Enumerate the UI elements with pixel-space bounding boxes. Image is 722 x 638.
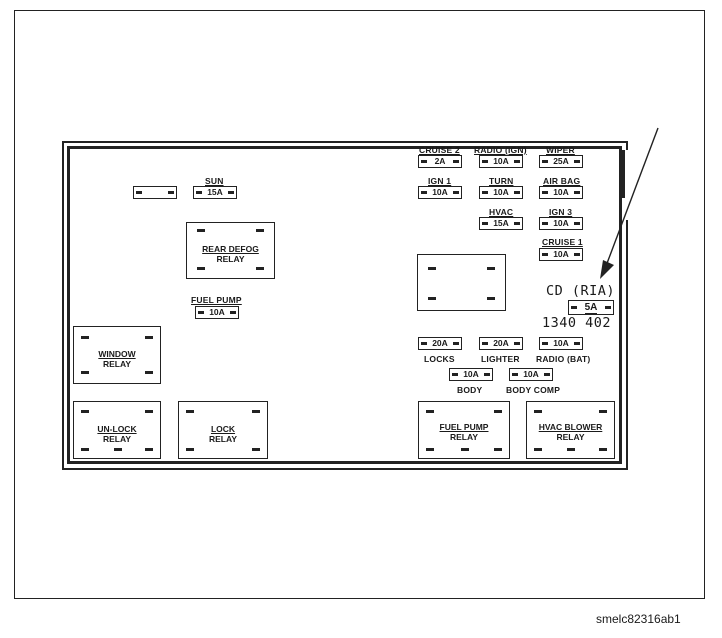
- label-sun: SUN: [205, 176, 224, 186]
- label-body: BODY: [457, 385, 483, 395]
- fuse-ign-3: 10A: [539, 217, 583, 230]
- label-wiper: WIPER: [546, 145, 575, 155]
- fuse-air-bag: 10A: [539, 186, 583, 199]
- relay-hvac-blower: HVAC BLOWER RELAY: [526, 401, 615, 459]
- label-turn: TURN: [489, 176, 514, 186]
- relay-rear-defog: REAR DEFOG RELAY: [186, 222, 275, 279]
- label-cruise-1: CRUISE 1: [542, 237, 583, 247]
- fuse-panel-inner-outline: [67, 146, 622, 464]
- label-fuel-pump: FUEL PUMP: [191, 295, 242, 305]
- fuse-ign-1: 10A: [418, 186, 462, 199]
- relay-lock: LOCK RELAY: [178, 401, 268, 459]
- fuse-radio-bat: 10A: [539, 337, 583, 350]
- panel-notch: [622, 150, 629, 220]
- cd-ria-part-number: 1340 402: [542, 315, 612, 331]
- label-radio-bat: RADIO (BAT): [536, 354, 591, 364]
- fuse-cruise-2: 2A: [418, 155, 462, 168]
- fuse-sun: 15A: [193, 186, 237, 199]
- relay-window: WINDOW RELAY: [73, 326, 161, 384]
- cd-ria-title: CD (RIA): [546, 283, 616, 299]
- label-hvac: HVAC: [489, 207, 514, 217]
- relay-fuel-pump: FUEL PUMP RELAY: [418, 401, 510, 459]
- label-radio-ign: RADIO (IGN): [474, 145, 527, 155]
- fuse-lighter: 20A: [479, 337, 523, 350]
- label-ign-3: IGN 3: [549, 207, 573, 217]
- fuse-cd-ria: 5A: [568, 300, 614, 315]
- panel-notch-mark: [621, 150, 625, 198]
- fuse-wiper: 25A: [539, 155, 583, 168]
- fuse-fuel-pump: 10A: [195, 306, 239, 319]
- fuse-panel-outline: [62, 141, 628, 470]
- label-lighter: LIGHTER: [481, 354, 520, 364]
- label-cruise-2: CRUISE 2: [419, 145, 460, 155]
- fuse-cruise-1: 10A: [539, 248, 583, 261]
- relay-unlock: UN-LOCK RELAY: [73, 401, 161, 459]
- reference-code: smelc82316ab1: [596, 612, 681, 626]
- fuse-body-comp: 10A: [509, 368, 553, 381]
- label-ign-1: IGN 1: [428, 176, 452, 186]
- label-air-bag: AIR BAG: [543, 176, 581, 186]
- fuse-turn: 10A: [479, 186, 523, 199]
- fuse-body: 10A: [449, 368, 493, 381]
- fuse-hvac: 15A: [479, 217, 523, 230]
- blank-fuse: [133, 186, 177, 199]
- label-body-comp: BODY COMP: [506, 385, 561, 395]
- relay-unlabeled: [417, 254, 506, 311]
- label-locks: LOCKS: [424, 354, 455, 364]
- outer-frame: [14, 10, 705, 599]
- fuse-radio-ign: 10A: [479, 155, 523, 168]
- fuse-locks: 20A: [418, 337, 462, 350]
